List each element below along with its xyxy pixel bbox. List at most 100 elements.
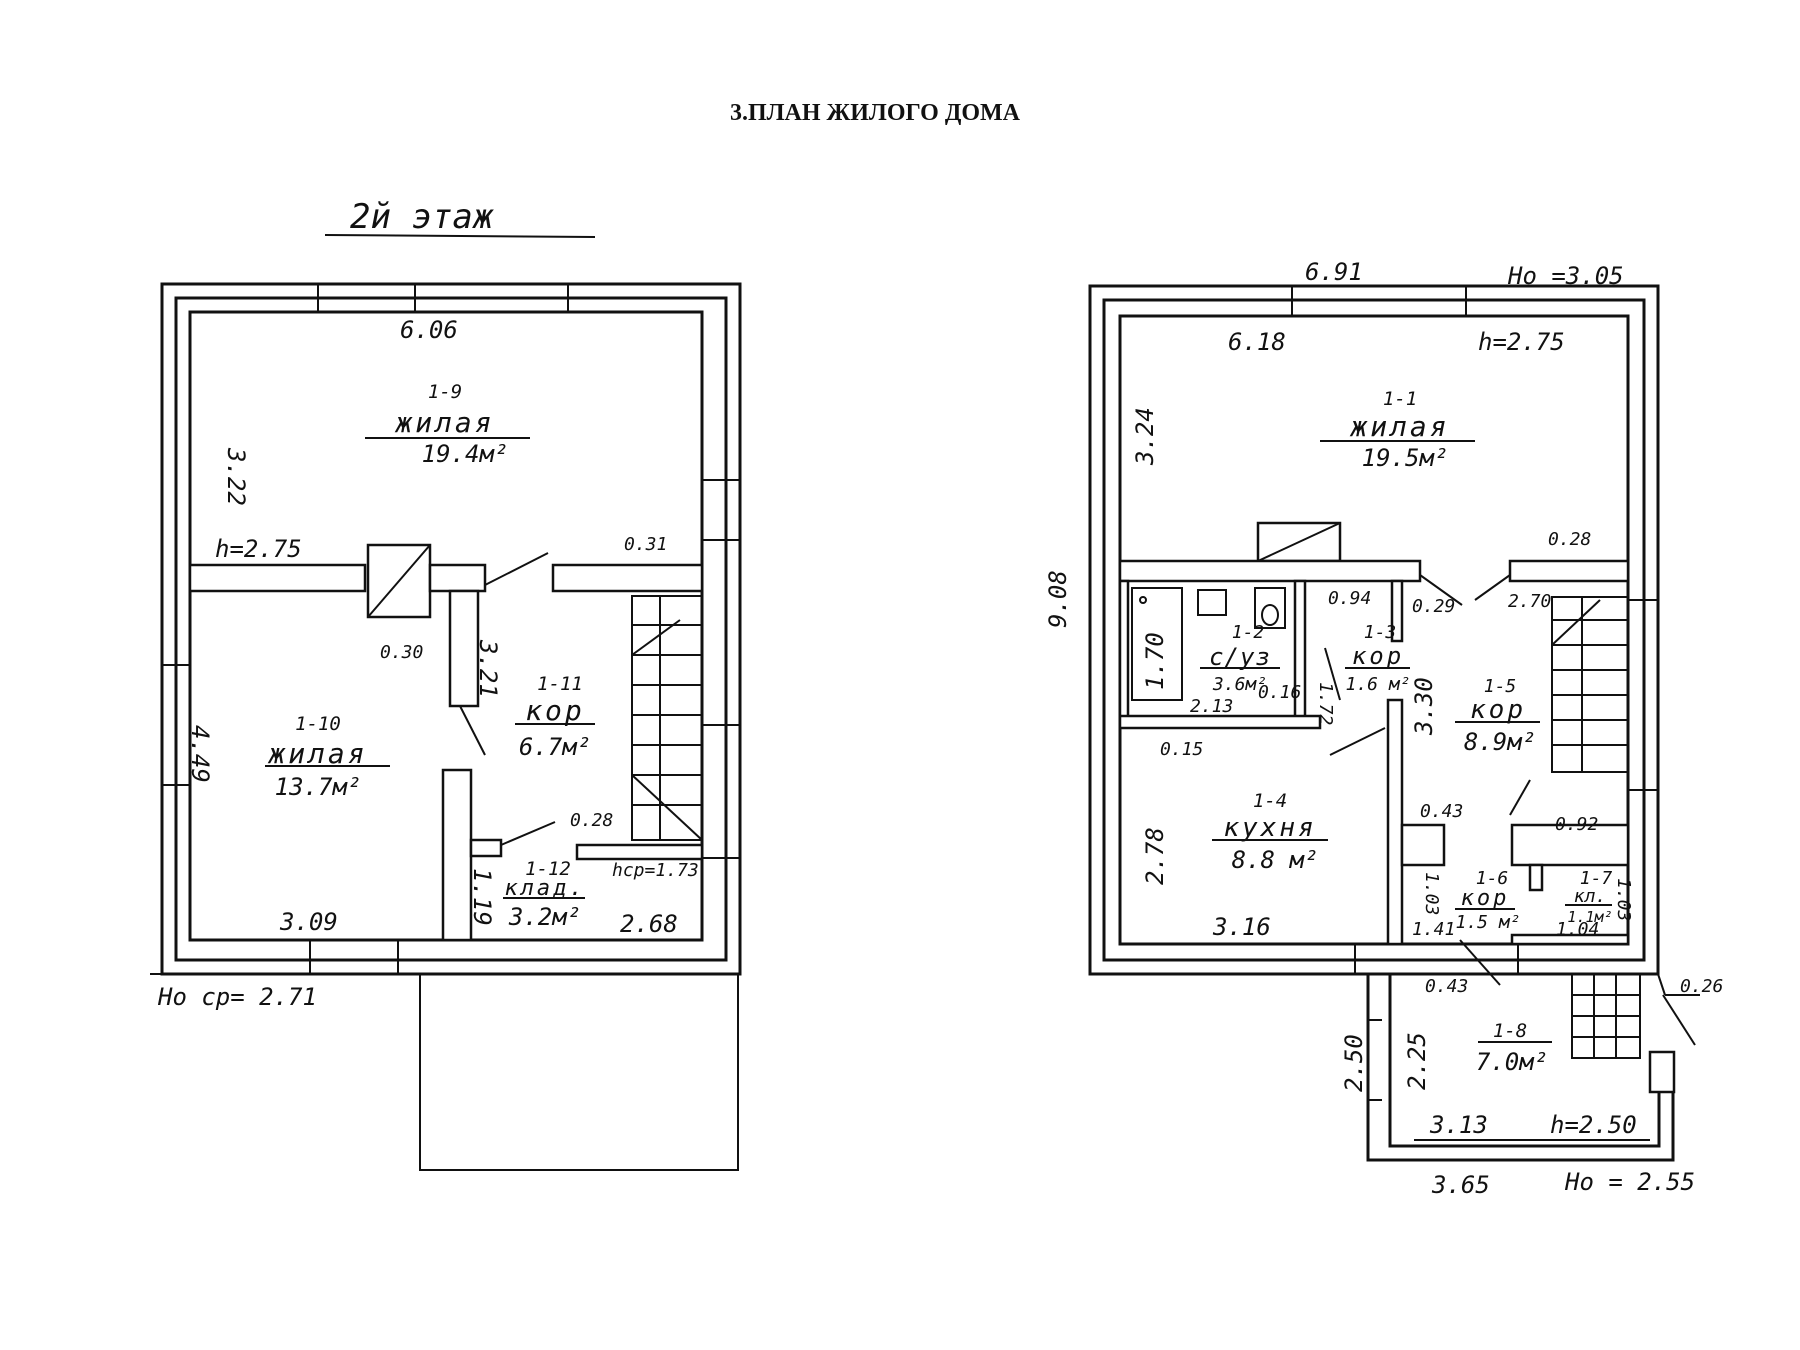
svg-text:1-10: 1-10: [295, 713, 341, 735]
left-dim-mid: 1.70: [1141, 632, 1169, 690]
room-1-4: 1-4 кухня 8.8 м²: [1212, 790, 1328, 874]
wall-ticks: [162, 284, 740, 974]
room-1-11: 1-11 кор 6.7м²: [515, 673, 595, 761]
width-dim: 6.06: [400, 316, 458, 344]
svg-text:13.7м²: 13.7м²: [275, 773, 362, 801]
ceiling-height: h=2.75: [1478, 328, 1565, 356]
svg-text:1.6 м²: 1.6 м²: [1345, 674, 1410, 695]
svg-text:жилая: жилая: [1349, 410, 1449, 443]
svg-text:1-11: 1-11: [537, 673, 583, 695]
wall-dim-030: 0.30: [380, 642, 423, 663]
partition-horizontal-mid: [428, 563, 487, 593]
room-1-12: 1-12 клад. 3.2м²: [503, 858, 585, 931]
dim-172: 1.72: [1315, 682, 1336, 725]
room-1-7: 1-7 кл. 1.1м²: [1565, 868, 1613, 926]
wall-dim-031: 0.31: [624, 534, 667, 555]
stair-dim-270: 2.70: [1508, 591, 1551, 612]
dim-141: 1.41: [1412, 919, 1455, 940]
bathroom-right-wall: [1293, 579, 1307, 728]
svg-text:19.5м²: 19.5м²: [1362, 444, 1449, 472]
ceiling-height: h=2.75: [215, 535, 302, 563]
wall-dim-028: 0.28: [570, 810, 613, 831]
kitchen-right-wall: [1386, 698, 1404, 946]
partition-vertical-lower: [441, 768, 473, 942]
partition-vertical-upper: [448, 589, 480, 708]
svg-text:жилая: жилая: [267, 737, 367, 770]
wall-ticks: [1291, 286, 1658, 974]
svg-text:1-4: 1-4: [1253, 790, 1287, 812]
left-dim-top: 3.24: [1131, 407, 1159, 466]
stair-avg-height: hср=1.73: [612, 860, 699, 881]
staircase: [1551, 596, 1629, 773]
veranda-ceiling: h=2.50: [1550, 1111, 1637, 1139]
dim-213: 2.13: [1190, 696, 1233, 717]
dim-015: 0.15: [1160, 739, 1203, 760]
door-swings: [1324, 574, 1531, 986]
second-floor-plan: 2й этаж: [150, 197, 742, 1171]
room-1-5: 1-5 кор 8.9м²: [1455, 676, 1540, 756]
svg-text:жилая: жилая: [394, 406, 494, 439]
left-dim-top: 3.22: [222, 447, 250, 506]
svg-text:1-5: 1-5: [1484, 676, 1517, 697]
bottom-right-dim: 2.68: [620, 910, 678, 938]
svg-text:1-6: 1-6: [1476, 868, 1509, 889]
outer-wall-mid: [174, 296, 728, 962]
bathroom-top-wall: [1118, 559, 1422, 583]
svg-text:3.2м²: 3.2м²: [508, 903, 581, 931]
closet-wall-right: [575, 843, 704, 861]
svg-text:19.4м²: 19.4м²: [422, 440, 509, 468]
dim-016: 0.16: [1258, 682, 1301, 703]
dim-043-upper: 0.43: [1420, 801, 1463, 822]
veranda: [1366, 974, 1676, 1162]
svg-text:кор: кор: [1470, 695, 1526, 725]
page-title: 3.ПЛАН ЖИЛОГО ДОМА: [730, 100, 1021, 126]
dim-092: 0.92: [1555, 814, 1598, 835]
svg-text:6.7м²: 6.7м²: [519, 733, 591, 761]
left-dim-bottom: 4.49: [186, 725, 214, 783]
wall-dim-028: 0.28: [1548, 529, 1591, 550]
dim-029: 0.29: [1412, 596, 1455, 617]
closet-wall-stub: [469, 838, 503, 858]
svg-text:8.9м²: 8.9м²: [1464, 728, 1536, 756]
veranda-dim-225: 2.25: [1403, 1032, 1431, 1090]
svg-text:клад.: клад.: [504, 876, 585, 901]
room-1-8: 1-8 7.0м²: [1476, 1020, 1552, 1076]
dim-094: 0.94: [1328, 588, 1371, 609]
outer-wall-outline: [160, 282, 742, 976]
closet-dim: 1.19: [468, 868, 496, 926]
outer-wall-outline: [1088, 284, 1660, 976]
svg-text:1-9: 1-9: [428, 381, 462, 403]
svg-text:кор: кор: [1352, 642, 1404, 670]
room-1-9: 1-9 жилая 19.4м²: [365, 381, 530, 468]
wall-stub-092: [1510, 823, 1630, 867]
corridor-top-wall: [1508, 559, 1630, 583]
partition-horizontal-right: [551, 563, 704, 593]
svg-text:8.8 м²: 8.8 м²: [1232, 846, 1319, 874]
outer-wall-mid: [1102, 298, 1646, 962]
veranda-dim-250: 2.50: [1340, 1034, 1368, 1092]
veranda-width: 3.65: [1431, 1171, 1490, 1199]
room-1-2: 1-2 с/уз 3.6м²: [1200, 622, 1280, 695]
svg-text:кор: кор: [525, 694, 585, 727]
room-1-6: 1-6 кор 1.5 м²: [1455, 868, 1521, 933]
svg-text:1-3: 1-3: [1364, 622, 1397, 643]
bottom-left-dim: 3.09: [279, 908, 338, 936]
svg-text:кл.: кл.: [1574, 886, 1607, 907]
room-1-10: 1-10 жилая 13.7м²: [265, 713, 390, 801]
dim-104: 1.04: [1556, 919, 1599, 940]
floor-label: 2й этаж: [350, 197, 494, 237]
total-depth-dim: 9.08: [1044, 570, 1072, 628]
svg-text:1-7: 1-7: [1580, 868, 1613, 889]
dim-103-right: 1.03: [1613, 878, 1634, 921]
room-1-1: 1-1 жилая 19.5м²: [1320, 388, 1475, 472]
svg-text:1.1м²: 1.1м²: [1567, 908, 1612, 926]
dim-103-left: 1.03: [1421, 872, 1442, 915]
veranda-dim-313: 3.13: [1429, 1111, 1488, 1139]
svg-text:1-1: 1-1: [1383, 388, 1417, 410]
svg-text:кухня: кухня: [1223, 813, 1316, 843]
top-height: Hо =3.05: [1507, 262, 1624, 290]
first-floor-plan: 6.91 Hо =3.05 6.18 h=2.75 9.08 3.24 1.70…: [1044, 258, 1723, 1199]
room-1-3: 1-3 кор 1.6 м²: [1345, 622, 1411, 695]
kitchen-bottom-dim: 3.16: [1212, 913, 1271, 941]
